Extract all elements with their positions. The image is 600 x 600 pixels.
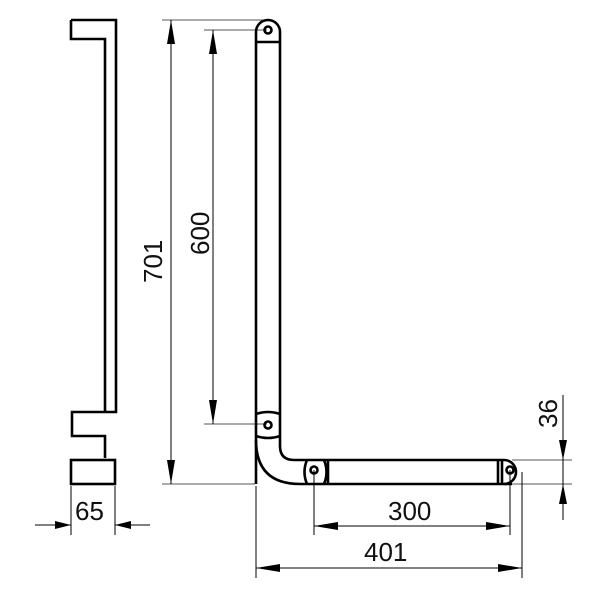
dimension-fixing-height: 600 — [185, 212, 215, 255]
l-shaped-grab-bar — [254, 18, 518, 486]
total-width-dimension — [255, 472, 523, 578]
dimension-total-width: 401 — [364, 537, 407, 567]
side-profile-view — [35, 18, 150, 535]
fixing-width-dimension — [313, 470, 511, 535]
dimension-total-height: 701 — [138, 240, 168, 283]
dimension-bar-diameter: 36 — [533, 399, 563, 428]
bar-diameter-dimension — [512, 395, 572, 520]
dimension-fixing-width: 300 — [388, 496, 431, 526]
dimension-side-depth: 65 — [75, 496, 104, 526]
total-height-dimension — [162, 19, 268, 485]
